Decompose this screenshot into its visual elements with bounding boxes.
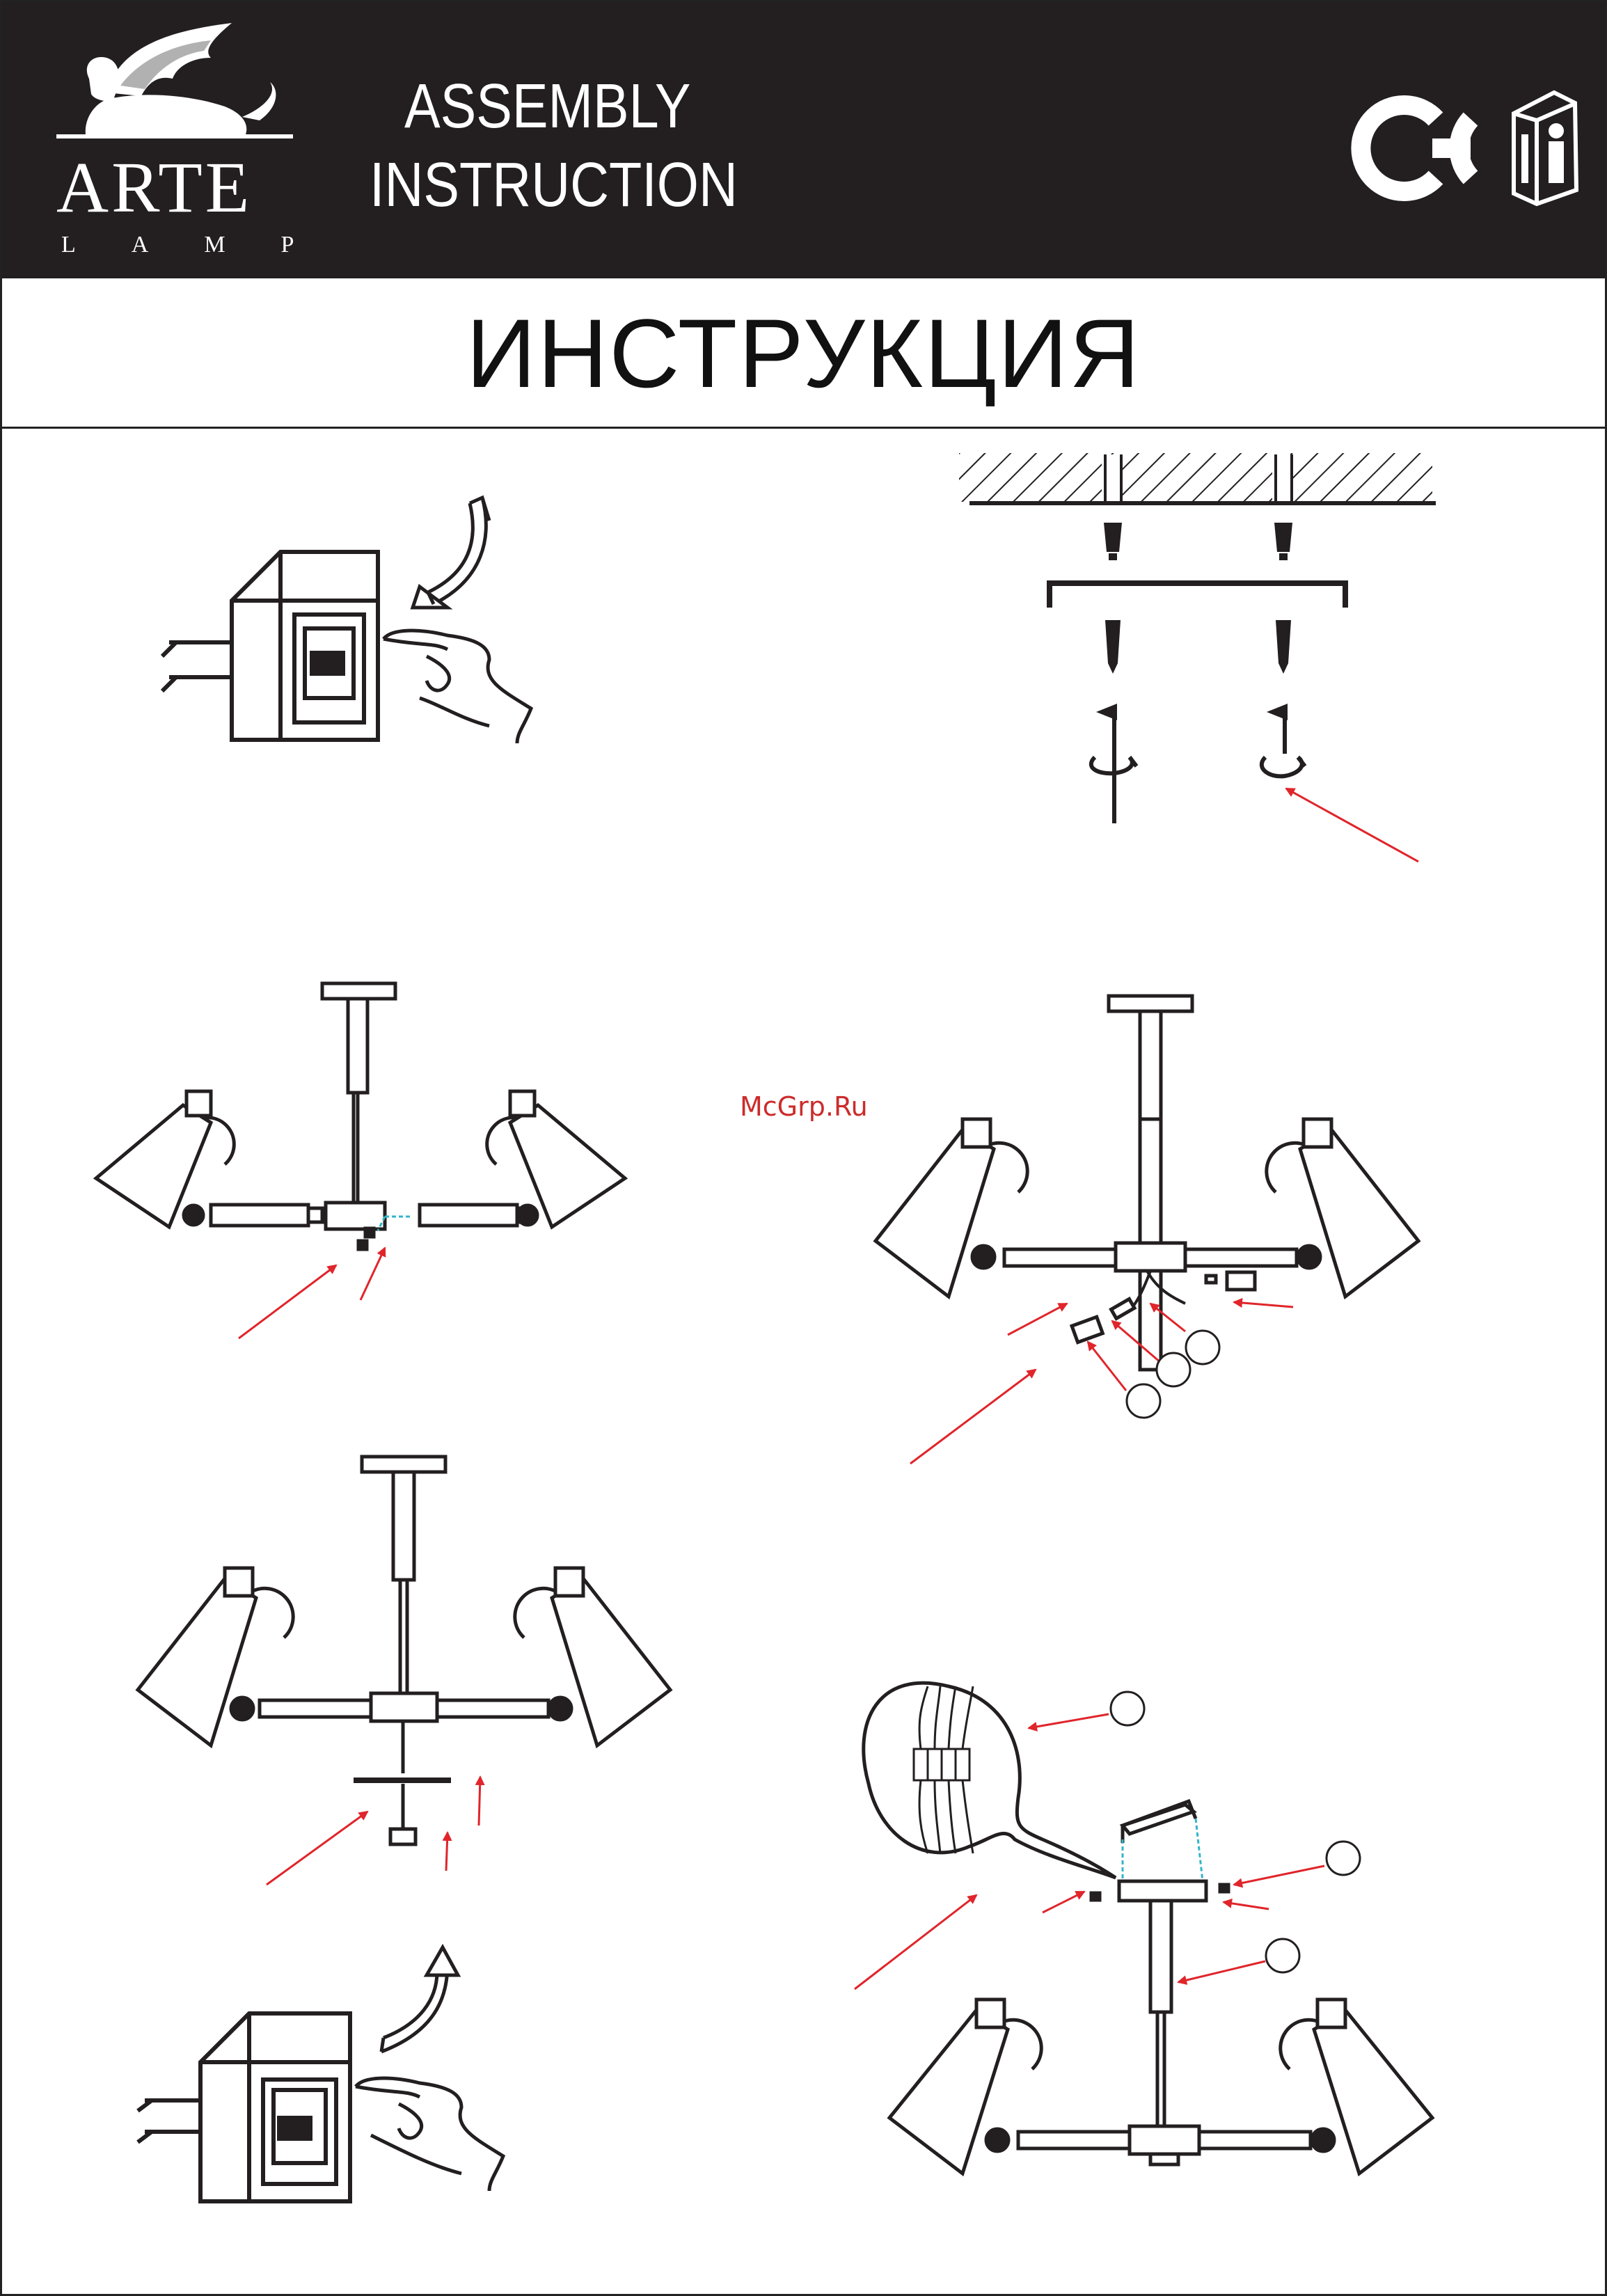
hand-icon bbox=[356, 2078, 503, 2191]
chandelier-icon bbox=[889, 2000, 1432, 2174]
step-attach-base bbox=[138, 1457, 670, 1885]
chandelier-icon bbox=[138, 1457, 670, 1745]
hand-icon bbox=[383, 631, 531, 743]
curved-arrow-icon bbox=[413, 498, 489, 608]
chandelier-icon bbox=[876, 996, 1418, 1370]
step-hang-fixture bbox=[855, 1683, 1432, 2174]
light-switch-icon bbox=[162, 552, 378, 740]
step-switch-off bbox=[162, 498, 531, 743]
step-ceiling-mount bbox=[959, 453, 1436, 862]
chandelier-icon bbox=[96, 983, 625, 1229]
light-switch-icon bbox=[138, 2013, 350, 2201]
step-attach-arms bbox=[96, 983, 625, 1338]
step-switch-on bbox=[138, 1947, 503, 2201]
curved-arrow-icon bbox=[381, 1947, 458, 2052]
step-connect-wires bbox=[876, 996, 1418, 1464]
